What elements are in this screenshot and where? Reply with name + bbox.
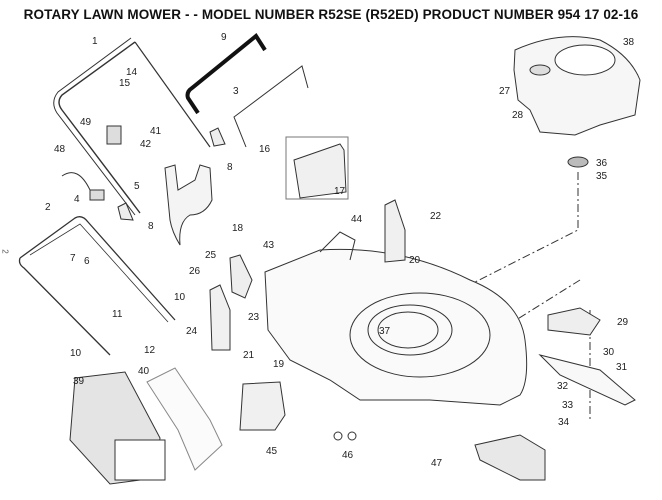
engine-drawing	[513, 36, 641, 136]
part-label-12: 12	[144, 345, 156, 356]
blade-adapter-drawing	[547, 307, 601, 336]
part-label-34: 34	[558, 417, 570, 428]
part-label-40: 40	[138, 366, 150, 377]
part-label-14: 14	[126, 67, 138, 78]
mulch-plug-drawing	[474, 434, 546, 481]
height-adjuster-drawing	[209, 284, 231, 351]
part-label-25: 25	[205, 250, 217, 261]
nut-drawing	[347, 431, 357, 441]
part-label-48: 48	[54, 144, 66, 155]
part-label-35: 35	[596, 171, 608, 182]
part-label-23: 23	[248, 312, 260, 323]
bag-frame-drawing	[293, 143, 347, 199]
bag-frame-box	[285, 136, 349, 200]
height-adjuster-drawing	[384, 199, 406, 263]
part-label-39: 39	[73, 376, 85, 387]
part-label-19: 19	[273, 359, 285, 370]
part-label-2: 2	[45, 202, 51, 213]
part-label-9: 9	[221, 32, 227, 43]
part-label-33: 33	[562, 400, 574, 411]
part-label-37: 37	[379, 326, 391, 337]
upper-handle-drawing	[53, 37, 211, 216]
part-label-15: 15	[119, 78, 131, 89]
bail-grip-drawing	[185, 33, 267, 115]
part-label-5: 5	[134, 181, 140, 192]
center-line	[399, 172, 579, 321]
part-label-20: 20	[409, 255, 421, 266]
part-label-30: 30	[603, 347, 615, 358]
throttle-body-drawing	[89, 189, 105, 201]
knob-drawing	[209, 127, 226, 147]
part-label-17: 17	[334, 186, 346, 197]
lower-handle-drawing	[18, 216, 176, 356]
pulley-drawing	[567, 156, 589, 168]
part-label-10: 10	[174, 292, 186, 303]
part-label-21: 21	[243, 350, 255, 361]
part-label-4: 4	[74, 194, 80, 205]
part-label-27: 27	[499, 86, 511, 97]
part-label-28: 28	[512, 110, 524, 121]
part-label-38: 38	[623, 37, 635, 48]
part-label-22: 22	[430, 211, 442, 222]
part-label-7: 7	[70, 253, 76, 264]
part-label-8b: 8	[148, 221, 154, 232]
part-label-1: 1	[92, 36, 98, 47]
bag-cover-drawing	[146, 367, 223, 471]
part-label-6: 6	[84, 256, 90, 267]
part-label-16: 16	[259, 144, 271, 155]
part-label-3: 3	[233, 86, 239, 97]
part-label-36: 36	[596, 158, 608, 169]
front-handle-drawing	[239, 381, 286, 431]
diagram-title: ROTARY LAWN MOWER - - MODEL NUMBER R52SE…	[23, 7, 639, 22]
part-label-31: 31	[616, 362, 628, 373]
part-label-44: 44	[351, 214, 363, 225]
knob-drawing	[117, 202, 134, 221]
blade-drawing	[538, 354, 636, 406]
grass-bag-frame-drawing	[114, 439, 166, 481]
part-label-29: 29	[617, 317, 629, 328]
nut-drawing	[333, 431, 343, 441]
part-label-43: 43	[263, 240, 275, 251]
part-label-47: 47	[431, 458, 443, 469]
part-label-18: 18	[232, 223, 244, 234]
part-label-8: 8	[227, 162, 233, 173]
part-label-24: 24	[186, 326, 198, 337]
switch-bracket-drawing	[106, 125, 122, 145]
part-label-49: 49	[80, 117, 92, 128]
part-label-45: 45	[266, 446, 278, 457]
part-label-26: 26	[189, 266, 201, 277]
part-label-46: 46	[342, 450, 354, 461]
part-label-42: 42	[140, 139, 152, 150]
part-label-41: 41	[150, 126, 162, 137]
part-label-11: 11	[112, 309, 123, 320]
rear-flap-drawing	[164, 164, 213, 246]
part-label-10b: 10	[70, 348, 82, 359]
part-label-32: 32	[557, 381, 569, 392]
control-bail-drawing	[233, 65, 309, 148]
cover-plate-drawing	[229, 254, 253, 299]
